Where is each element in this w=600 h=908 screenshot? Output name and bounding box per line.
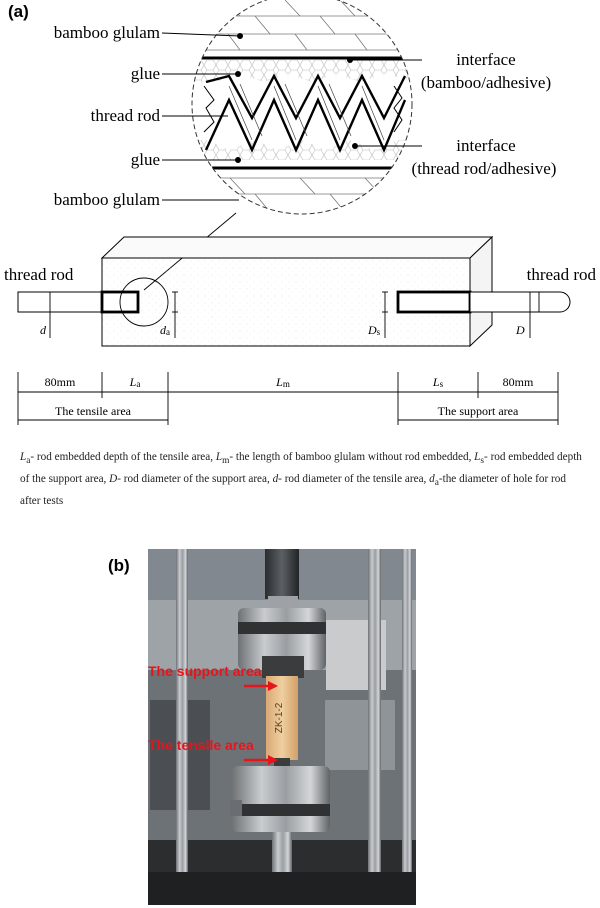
photo-label-support-area: The support area (148, 663, 262, 679)
right-labels: interface (bamboo/adhesive) interface (t… (350, 50, 556, 178)
dim-Ls: Ls (432, 375, 444, 389)
label-glue-bottom: glue (131, 150, 160, 169)
label-interface-bamboo: interface (456, 50, 515, 69)
specimen-marking: ZK-1-2 (274, 702, 285, 733)
label-interface-rod: interface (456, 136, 515, 155)
length-dimensions (17, 372, 559, 425)
panel-b-label: (b) (108, 556, 130, 575)
dim-80mm-right: 80mm (503, 375, 534, 389)
legend-text: La- rod embedded depth of the tensile ar… (20, 451, 582, 508)
magnified-detail (191, 0, 413, 215)
dim-ds: Ds (367, 323, 381, 337)
left-labels: bamboo glulam glue thread rod glue bambo… (54, 23, 241, 209)
dim-Lm: Lm (275, 375, 290, 389)
label-glue-top: glue (131, 64, 160, 83)
dim-80mm-left: 80mm (45, 375, 76, 389)
label-bamboo-glulam-top: bamboo glulam (54, 23, 160, 42)
label-thread-rod-left: thread rod (4, 265, 74, 284)
label-thread-rod-right: thread rod (527, 265, 597, 284)
dim-D: D (515, 323, 525, 337)
test-photo: ZK-1-2 The support area The tensile area (148, 549, 416, 905)
photo-label-tensile-area: The tensile area (148, 737, 254, 753)
dim-da: da (160, 323, 170, 337)
panel-a-label: (a) (8, 2, 29, 21)
dim-d: d (40, 323, 47, 337)
dim-La: La (129, 375, 141, 389)
specimen-block (17, 235, 571, 348)
label-interface-bamboo-adhesive: (bamboo/adhesive) (421, 73, 551, 92)
label-bamboo-glulam-bottom: bamboo glulam (54, 190, 160, 209)
label-interface-rod-adhesive: (thread rod/adhesive) (412, 159, 557, 178)
diameter-marks (49, 291, 531, 338)
label-thread-rod-mid: thread rod (91, 106, 161, 125)
label-tensile-area: The tensile area (55, 404, 132, 418)
label-support-area: The support area (438, 404, 519, 418)
